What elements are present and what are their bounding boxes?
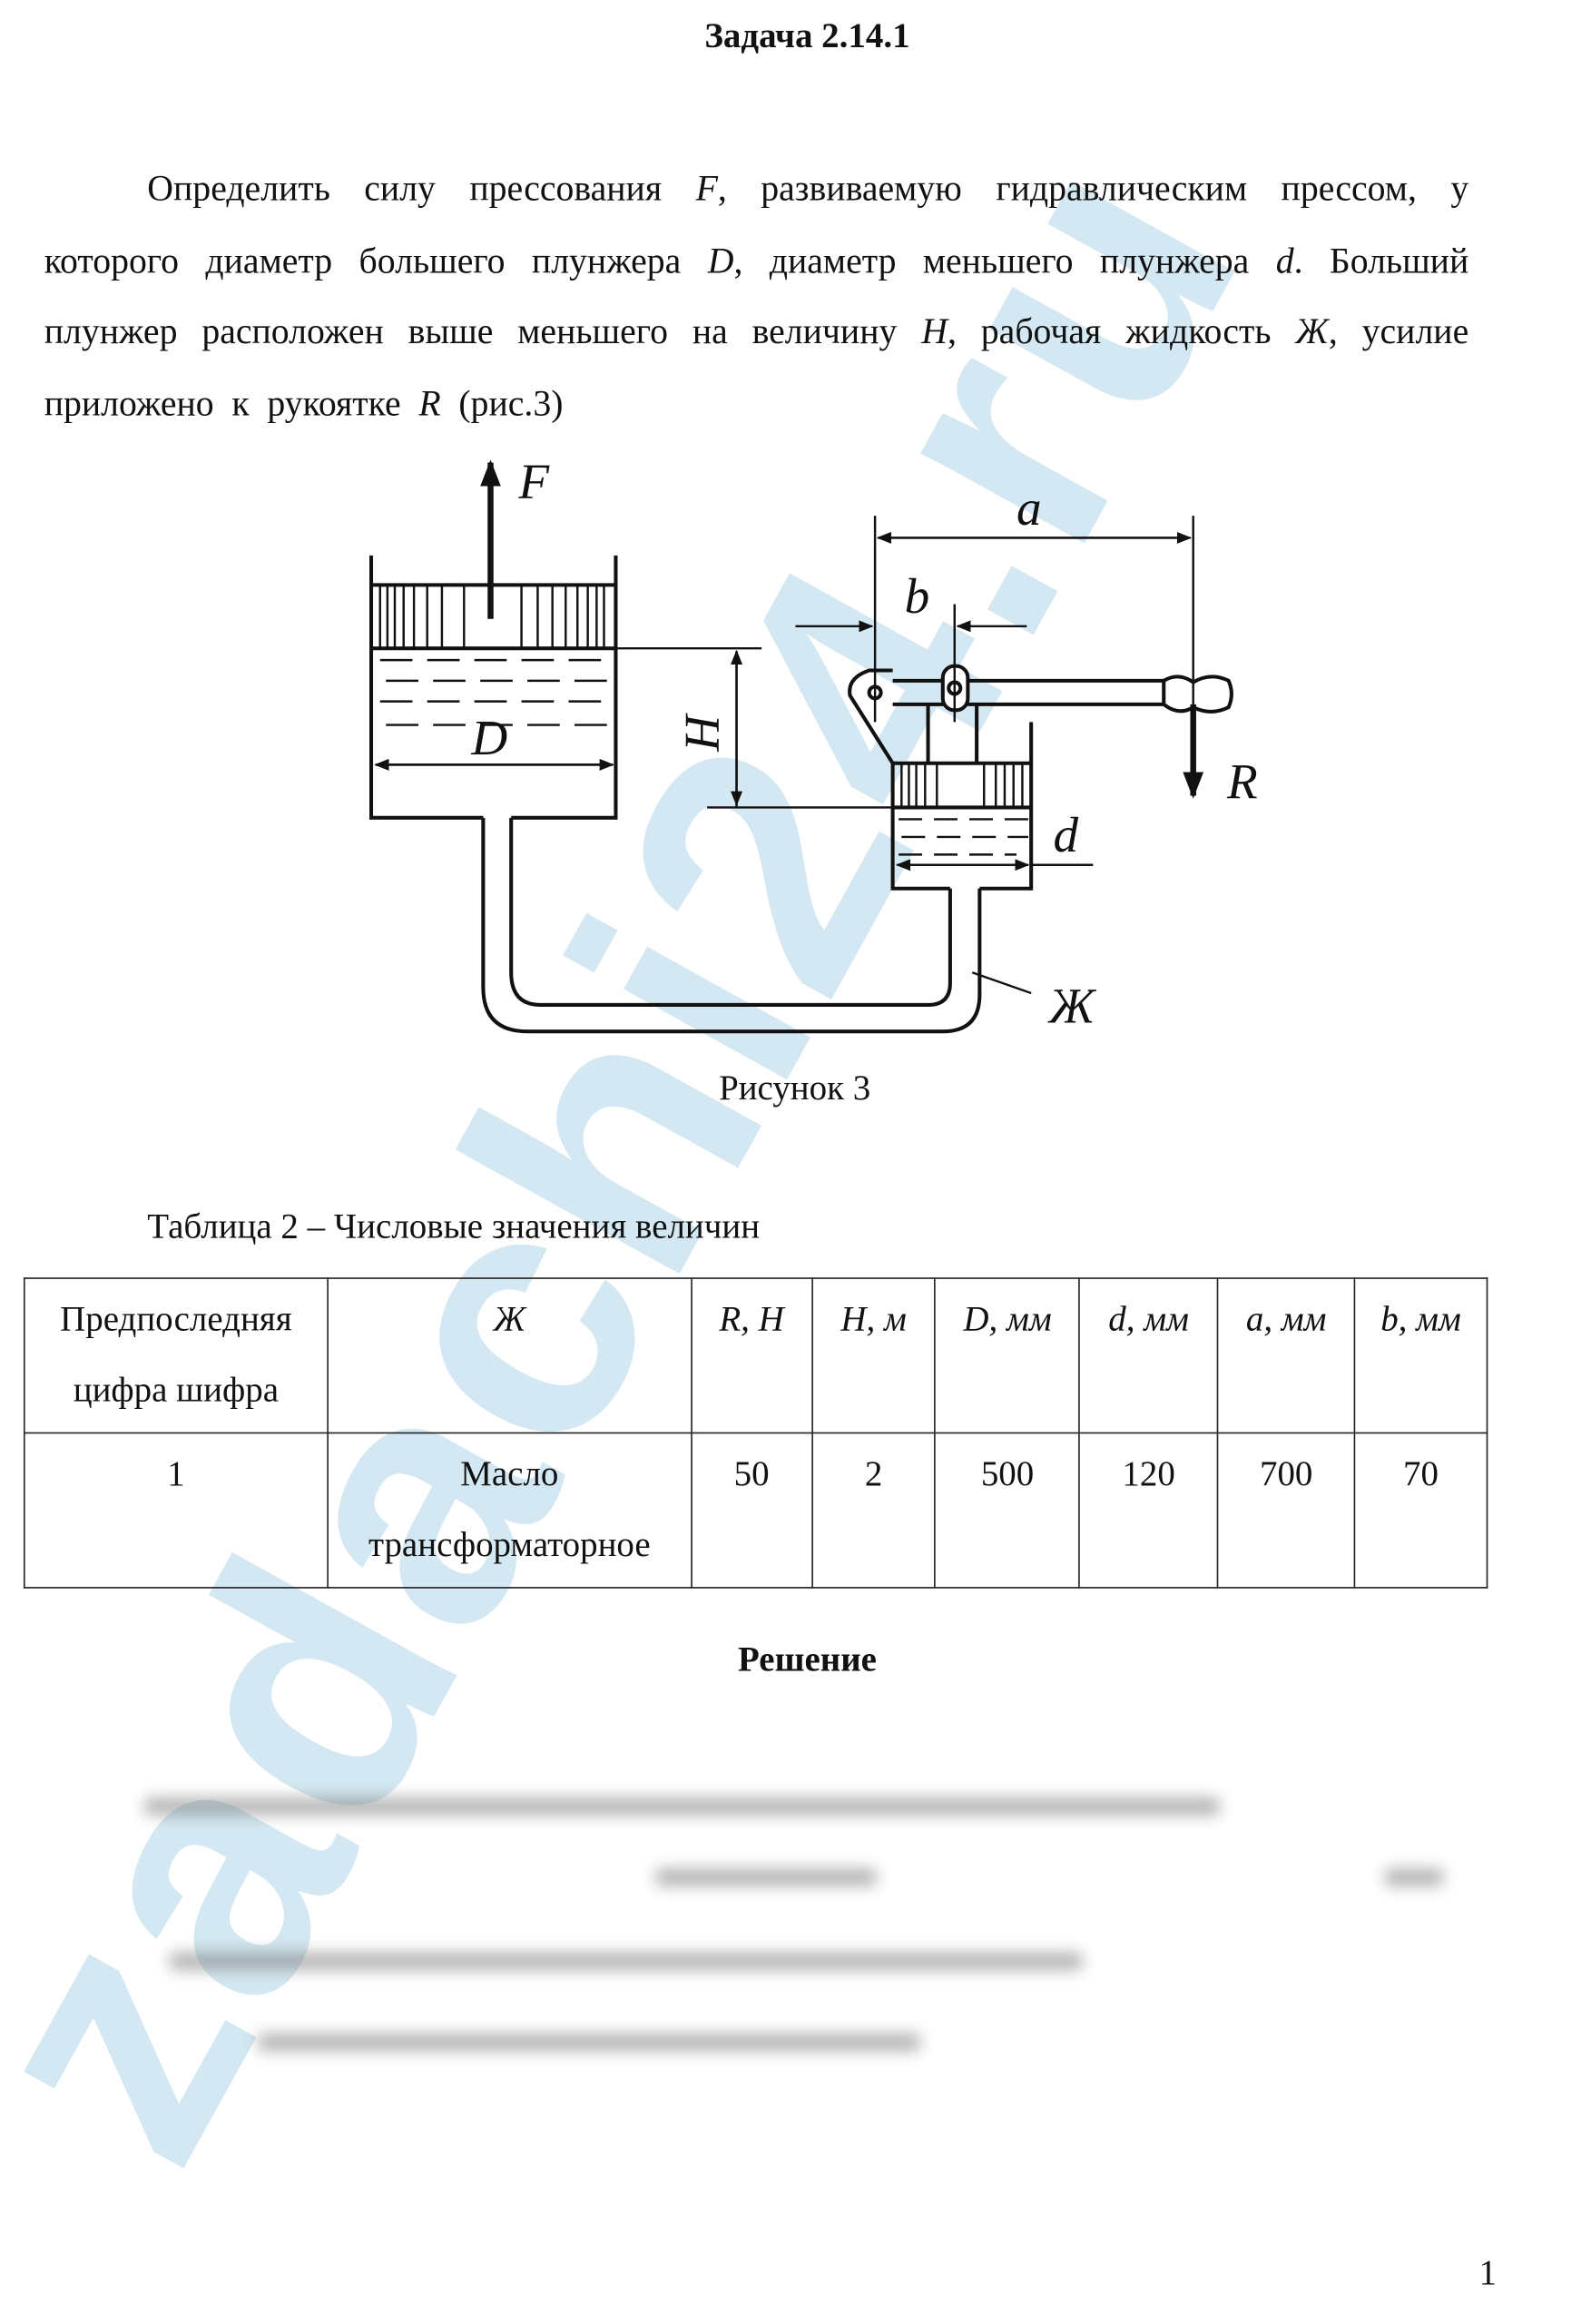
- header-cell: D, мм: [934, 1277, 1081, 1434]
- header-cell: H, м: [810, 1277, 937, 1434]
- values-table: Предпоследняя цифра шифра Ж R, Н H, м D,…: [23, 1277, 1488, 1589]
- label-d-small: d: [1054, 807, 1079, 862]
- page-number: 1: [1478, 2254, 1498, 2293]
- label-r: R: [1226, 754, 1258, 810]
- solution-heading: Решение: [737, 1641, 877, 1680]
- table-header-row: Предпоследняя цифра шифра Ж R, Н H, м D,…: [23, 1277, 1488, 1434]
- hydraulic-press-figure: F a b H D d R Ж Рисунок 3: [368, 454, 1258, 1108]
- header-cell: a, мм: [1217, 1277, 1356, 1434]
- lever: [848, 664, 1233, 764]
- label-d-large: D: [470, 710, 507, 765]
- label-liquid: Ж: [1047, 978, 1097, 1033]
- connecting-pipe: [481, 817, 982, 1034]
- label-f: F: [517, 454, 550, 509]
- large-cylinder: [368, 555, 618, 820]
- dimension-lines: [374, 516, 1194, 995]
- label-b: b: [905, 568, 930, 624]
- small-cylinder: [890, 722, 1034, 891]
- figure-caption: Рисунок 3: [719, 1068, 870, 1108]
- header-cell: b, мм: [1353, 1277, 1488, 1434]
- header-cell: R, Н: [690, 1277, 813, 1434]
- table-caption: Таблица 2 – Числовые значения величин: [147, 1207, 761, 1247]
- label-a: a: [1016, 480, 1042, 536]
- label-h: H: [674, 713, 730, 753]
- header-cell: d, мм: [1078, 1277, 1219, 1434]
- header-cell: Предпоследняя цифра шифра: [23, 1277, 329, 1434]
- task-title: Задача 2.14.1: [704, 17, 910, 56]
- header-cell: Ж: [327, 1277, 692, 1434]
- problem-statement: Определить силу прессования F, развиваем…: [44, 169, 1469, 424]
